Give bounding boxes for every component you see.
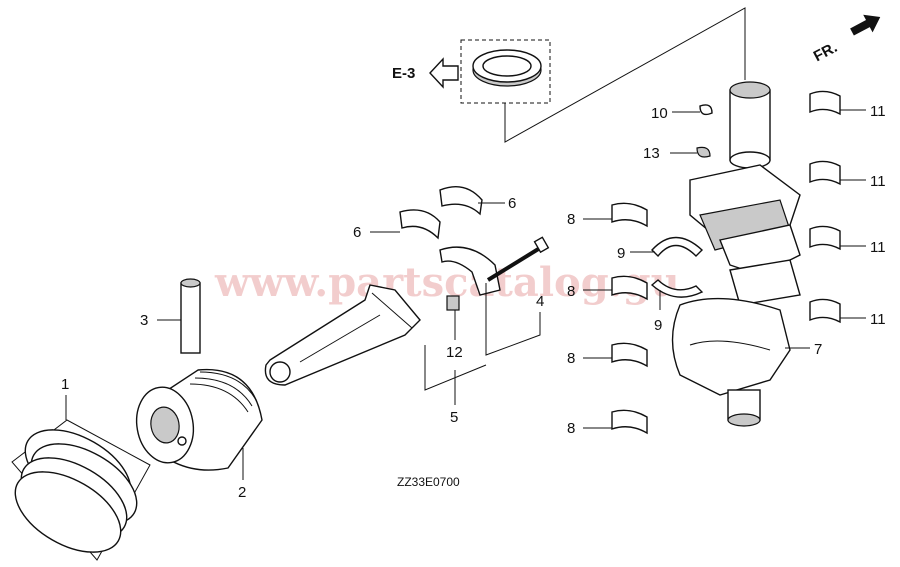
callout-3: 3 <box>140 312 148 329</box>
callout-10: 10 <box>651 105 668 122</box>
arrow-left-icon <box>429 57 459 89</box>
callout-9a: 9 <box>617 245 625 262</box>
section-reference-label[interactable]: E-3 <box>392 65 415 82</box>
callout-11b: 11 <box>870 173 886 190</box>
callout-11c: 11 <box>870 239 886 256</box>
dowel-pin-icon[interactable] <box>446 295 460 311</box>
connecting-rod-bolt-icon[interactable] <box>486 236 550 282</box>
oil-seal-leader-line <box>504 7 746 143</box>
front-orientation-marker: FR. <box>811 14 881 65</box>
piston-icon[interactable] <box>131 368 263 471</box>
callout-8a: 8 <box>567 211 575 228</box>
rod-bearing-icon[interactable] <box>399 186 483 240</box>
callout-4: 4 <box>536 293 544 310</box>
callout-5: 5 <box>450 409 458 426</box>
callout-1: 1 <box>61 376 69 393</box>
callout-8b: 8 <box>567 283 575 300</box>
front-arrow-icon <box>850 14 881 36</box>
rod-cap-icon[interactable] <box>439 246 501 296</box>
callout-7: 7 <box>814 341 822 358</box>
crankshaft-icon[interactable] <box>671 81 801 427</box>
callout-6b: 6 <box>353 224 361 241</box>
callout-8c: 8 <box>567 350 575 367</box>
callout-8d: 8 <box>567 420 575 437</box>
callout-11d: 11 <box>870 311 886 328</box>
callout-13: 13 <box>643 145 660 162</box>
section-reference[interactable]: E-3 <box>392 57 459 89</box>
callout-9b: 9 <box>654 317 662 334</box>
oil-seal-icon[interactable] <box>472 49 542 87</box>
callout-2: 2 <box>238 484 246 501</box>
callout-6a: 6 <box>508 195 516 212</box>
leader-4-group <box>485 283 541 356</box>
callout-12: 12 <box>446 344 463 361</box>
piston-ring-set-icon[interactable] <box>2 413 150 567</box>
callout-11a: 11 <box>870 103 886 120</box>
diagram-reference-code: ZZ33E0700 <box>397 475 460 489</box>
key-icon[interactable] <box>699 104 713 116</box>
front-label: FR. <box>811 39 840 65</box>
upper-main-bearing-icon[interactable] <box>809 90 841 324</box>
connecting-rod-icon[interactable] <box>264 284 421 386</box>
main-bearing-icon[interactable] <box>611 202 648 435</box>
bracket-5 <box>424 345 487 391</box>
crank-key-icon[interactable] <box>696 146 711 158</box>
piston-pin-icon[interactable] <box>180 278 201 354</box>
thrust-washer-icon[interactable] <box>650 236 704 298</box>
